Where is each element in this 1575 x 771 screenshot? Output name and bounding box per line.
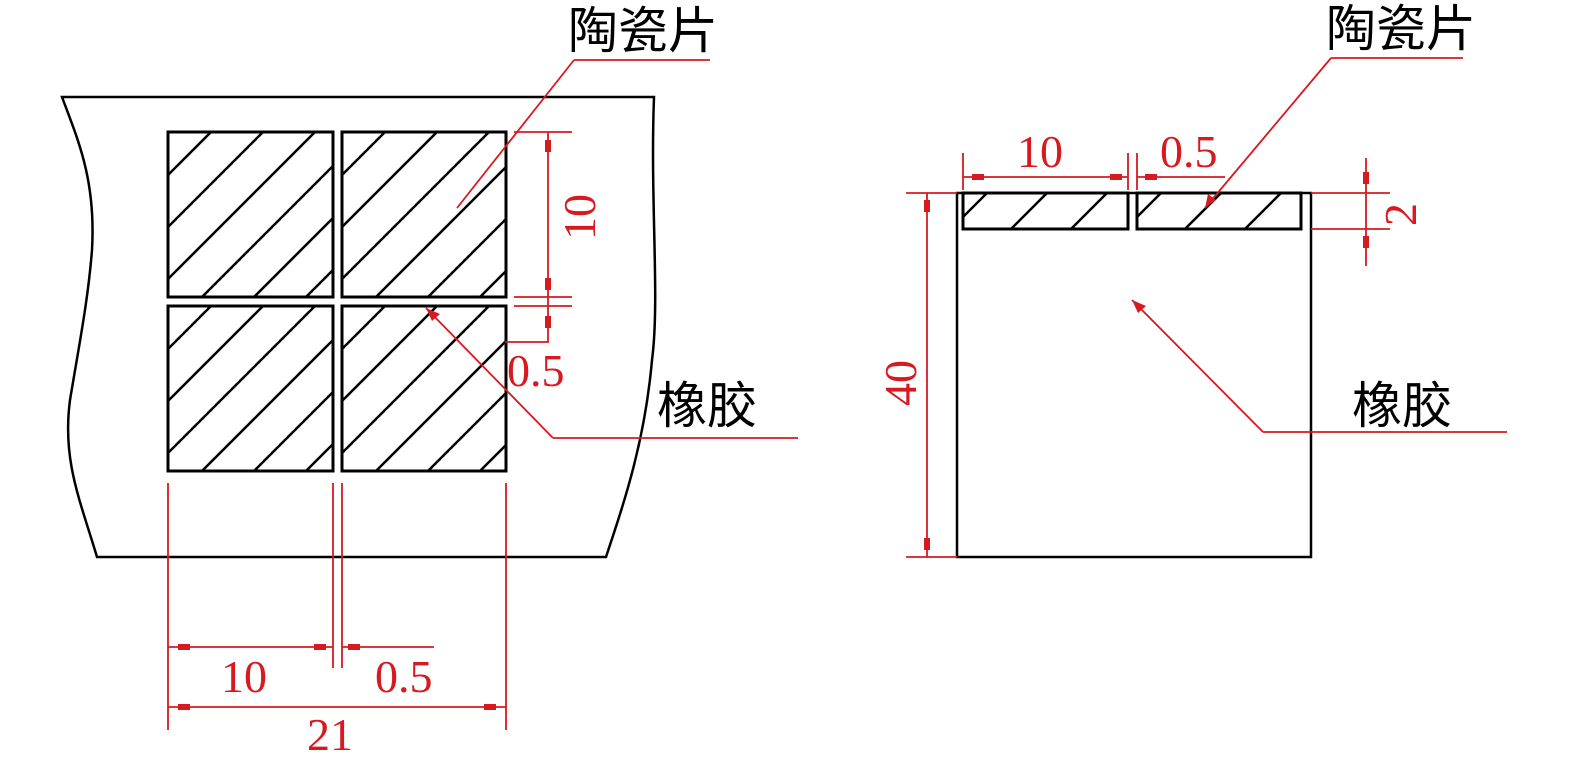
hatch-line: [168, 132, 213, 177]
bottom-dimensions: [167, 483, 507, 730]
strip-gap-label: 0.5: [1160, 126, 1218, 177]
total-width-label: 21: [307, 709, 353, 760]
ceramic-strip: [961, 191, 1130, 231]
ceramic-leader-right: [1204, 57, 1463, 209]
hatch-line: [0, 296, 117, 481]
tile-height-label: 10: [554, 194, 605, 240]
hatch-line: [0, 296, 13, 481]
ceramic-leader: [456, 59, 710, 209]
gap-label: 0.5: [375, 651, 433, 702]
strip-hatching: [1137, 193, 1283, 229]
hatch-line: [342, 306, 387, 351]
hatch-line: [168, 306, 317, 455]
hatch-line: [304, 442, 333, 471]
rubber-label-right: 橡胶: [1352, 377, 1452, 435]
hatch-line: [200, 338, 333, 471]
top-dimensions: [962, 153, 1225, 190]
plan-view: 10 0.5 21 10 0.5 陶瓷片 橡胶: [0, 2, 798, 760]
hatch-line: [0, 122, 65, 307]
hatch-line: [426, 217, 506, 297]
hatch-line: [0, 296, 65, 481]
hatch-line: [168, 306, 213, 351]
hatch-line: [1009, 193, 1049, 229]
ceramic-tile: [0, 296, 335, 481]
hatch-line: [1183, 193, 1223, 229]
ceramic-strip: [1135, 191, 1303, 231]
height-dimension: [906, 192, 957, 558]
hatch-line: [342, 132, 491, 281]
ceramic-label-right: 陶瓷片: [1326, 0, 1476, 58]
strip-width-label: 10: [1017, 126, 1063, 177]
hatch-line: [342, 306, 491, 455]
thickness-dimension: [1311, 158, 1390, 266]
hatch-line: [2, 296, 187, 481]
hatch-line: [0, 296, 169, 481]
rubber-label: 橡胶: [657, 377, 757, 435]
hatch-line: [2, 122, 187, 307]
tile-hatching: [2, 122, 506, 307]
right-dimensions: [505, 131, 572, 343]
gap-label-right: 0.5: [507, 345, 565, 396]
tile-hatching: [2, 296, 506, 481]
rubber-block-outline: [60, 95, 657, 559]
hatch-line: [1243, 193, 1283, 229]
hatch-line: [304, 268, 333, 297]
thickness-label: 2: [1375, 203, 1426, 226]
hatch-line: [478, 443, 506, 471]
hatch-line: [168, 132, 265, 229]
tile-width-label: 10: [221, 651, 267, 702]
hatch-line: [342, 306, 439, 403]
ceramic-tile: [2, 296, 508, 481]
ceramic-tile: [0, 122, 335, 307]
tile-hatching: [0, 122, 333, 307]
height-label: 40: [875, 360, 926, 406]
rubber-block-section: [955, 191, 1313, 559]
hatch-line: [0, 122, 13, 307]
hatch-line: [0, 122, 117, 307]
rubber-leader-right: [1131, 299, 1507, 433]
hatch-line: [168, 132, 317, 281]
hatch-line: [0, 122, 169, 307]
hatch-line: [1069, 193, 1109, 229]
hatch-line: [200, 164, 333, 297]
hatch-line: [374, 165, 506, 297]
hatch-line: [342, 132, 387, 177]
rubber-leader: [425, 307, 798, 439]
hatch-line: [374, 339, 506, 471]
section-view: 10 0.5 2 40 陶瓷片: [875, 0, 1507, 559]
hatch-line: [426, 391, 506, 471]
ceramic-tile: [2, 122, 508, 307]
hatch-line: [478, 269, 506, 297]
hatch-line: [963, 193, 989, 219]
hatch-line: [252, 216, 333, 297]
hatch-line: [342, 132, 439, 229]
hatch-line: [168, 306, 265, 403]
ceramic-label: 陶瓷片: [568, 2, 718, 60]
hatch-line: [1137, 193, 1163, 219]
strip-hatching: [963, 193, 1109, 229]
tile-hatching: [0, 296, 333, 481]
hatch-line: [252, 390, 333, 471]
